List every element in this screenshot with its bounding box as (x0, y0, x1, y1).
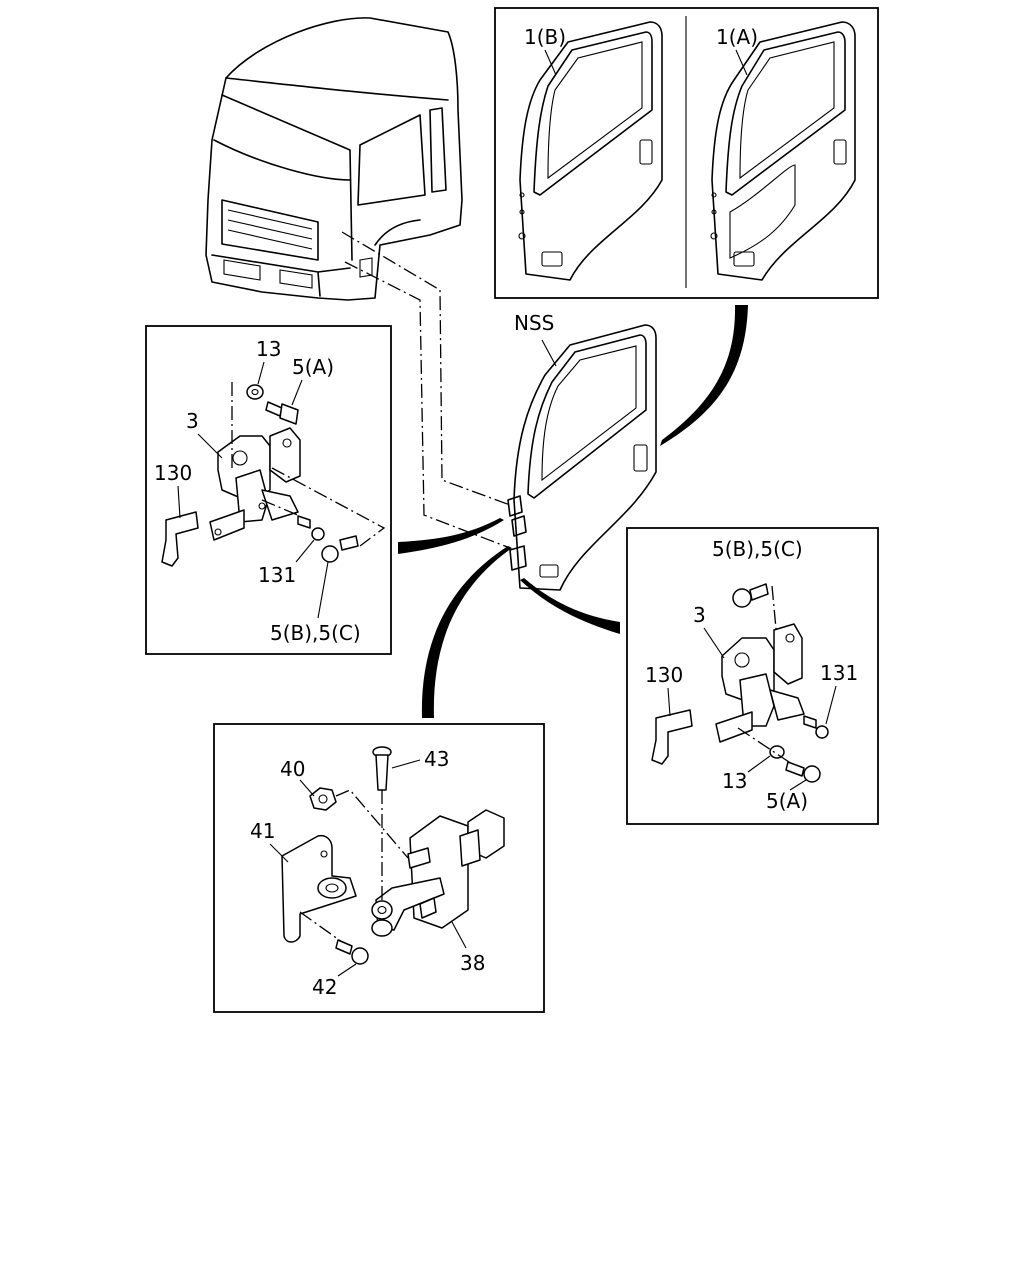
left-hinge-box (145, 325, 392, 655)
label-right-5a: 5(A) (766, 789, 808, 813)
callout-right-hinge (520, 578, 620, 634)
check-strap-parts (281, 746, 505, 965)
callout-check-strap (421, 546, 512, 718)
truck-cab-illustration (205, 17, 463, 301)
door-panel-1b (518, 21, 663, 281)
label-door-1b: 1(B) (524, 25, 566, 49)
right-hinge-box (626, 527, 879, 825)
left-hinge-parts (161, 382, 386, 567)
label-left-130: 130 (154, 461, 192, 485)
check-strap-box (213, 723, 545, 1013)
label-right-5bc: 5(B),5(C) (712, 537, 803, 561)
leader-line-cab-lower (344, 261, 511, 549)
label-door-1a: 1(A) (716, 25, 758, 49)
leader-line-cab-upper (341, 231, 511, 506)
label-left-13: 13 (256, 337, 281, 361)
label-check-40: 40 (280, 757, 305, 781)
label-left-131: 131 (258, 563, 296, 587)
right-hinge-parts (651, 583, 829, 783)
label-left-3: 3 (186, 409, 199, 433)
main-door-nss (507, 324, 657, 591)
label-right-131: 131 (820, 661, 858, 685)
label-check-41: 41 (250, 819, 275, 843)
label-left-5a: 5(A) (292, 355, 334, 379)
label-right-130: 130 (645, 663, 683, 687)
label-check-43: 43 (424, 747, 449, 771)
label-check-38: 38 (460, 951, 485, 975)
label-right-13: 13 (722, 769, 747, 793)
callout-left-hinge (398, 518, 504, 554)
label-left-5bc: 5(B),5(C) (270, 621, 361, 645)
door-variants-box (494, 7, 879, 299)
door-panel-1a (710, 21, 856, 281)
label-right-3: 3 (693, 603, 706, 627)
callout-door-variants (660, 305, 748, 446)
label-check-42: 42 (312, 975, 337, 999)
label-nss: NSS (514, 311, 554, 335)
